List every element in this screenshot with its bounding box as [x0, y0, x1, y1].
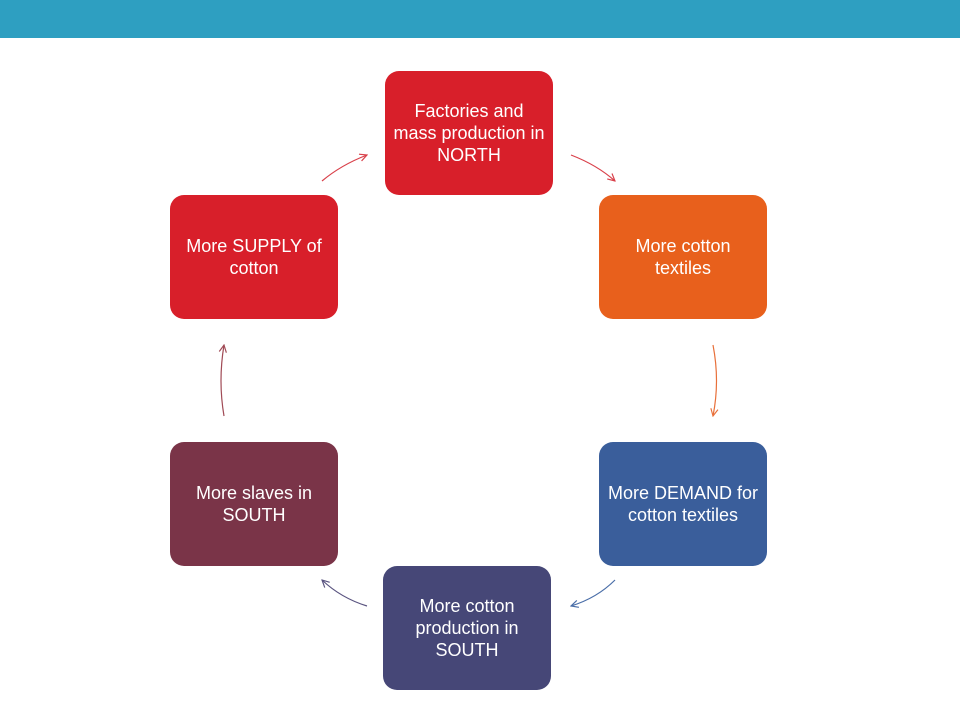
- arrow-supply-to-factories: [321, 155, 367, 182]
- node-supply-label: More SUPPLY of cotton: [186, 236, 322, 278]
- node-demand-label: More DEMAND for cotton textiles: [607, 483, 759, 525]
- node-slaves: More slaves in SOUTH: [170, 442, 338, 566]
- node-textiles-label: More cotton textiles: [635, 236, 731, 278]
- node-demand: More DEMAND for cotton textiles: [599, 442, 767, 566]
- node-supply: More SUPPLY of cotton: [170, 195, 338, 319]
- node-factories: Factories and mass production in NORTH: [385, 71, 553, 195]
- node-factories-label: Factories and mass production in NORTH: [393, 101, 545, 165]
- arrow-slaves-to-supply: [221, 345, 224, 417]
- node-production: More cotton production in SOUTH: [383, 566, 551, 690]
- top-accent-bar: [0, 0, 960, 38]
- node-textiles: More cotton textiles: [599, 195, 767, 319]
- arrow-production-to-slaves: [322, 580, 368, 607]
- arrow-demand-to-production: [571, 579, 616, 606]
- arrow-factories-to-textiles: [570, 154, 615, 181]
- node-slaves-label: More slaves in SOUTH: [195, 483, 313, 525]
- arrow-textiles-to-demand: [713, 344, 717, 416]
- node-production-label: More cotton production in SOUTH: [415, 596, 519, 660]
